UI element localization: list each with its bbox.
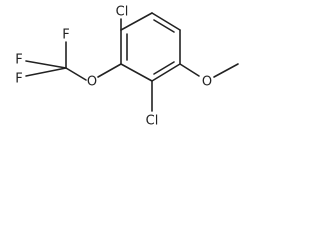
bond-o-ch3 — [213, 63, 239, 78]
atom-label-cl-top: Cl — [116, 5, 129, 20]
atom-labels: Cl F F F O O Cl — [15, 5, 212, 129]
ring-bond-c4-c5 — [151, 63, 181, 82]
atom-label-o-trifluoromethoxy: O — [87, 75, 97, 90]
bond-cf3-f-bottom — [25, 67, 67, 77]
atom-label-f-left: F — [15, 53, 22, 68]
atom-label-f-bottom: F — [15, 72, 22, 87]
benzene-ring — [120, 12, 181, 82]
bond-c4-o — [179, 63, 200, 77]
ring-bond-c2-c3 — [151, 12, 181, 31]
bond-cf3-f-left — [25, 60, 67, 69]
substituent-bonds — [25, 18, 239, 112]
bond-c6-o — [97, 63, 122, 78]
ring-double-bond-c2-c3 — [153, 19, 175, 33]
ring-double-bond-c4-c5 — [153, 61, 175, 75]
ring-bond-c1-c2 — [120, 12, 153, 31]
bond-o-cf3 — [65, 67, 87, 81]
ring-bond-c5-c6 — [120, 63, 153, 82]
atom-label-f-top: F — [62, 28, 69, 43]
atom-label-cl-bottom: Cl — [146, 114, 159, 129]
chemical-structure-diagram: Cl F F F O O Cl — [15, 5, 239, 129]
atom-label-o-methoxy: O — [202, 75, 212, 90]
